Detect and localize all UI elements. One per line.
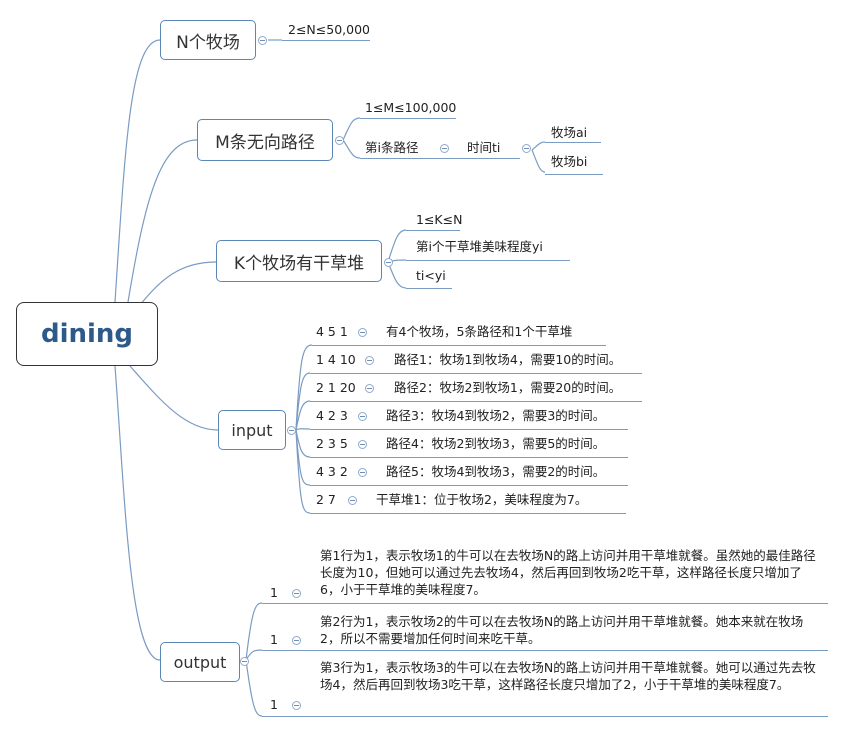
- branch-input-node[interactable]: input: [218, 410, 286, 450]
- input-code: 2 1 20: [316, 380, 356, 395]
- output-code: 1: [270, 697, 278, 712]
- underline: [406, 288, 452, 289]
- collapse-icon[interactable]: [287, 426, 296, 435]
- k-item-2: 第i个干草堆美味程度yi: [416, 239, 543, 254]
- connector-input-0: [295, 344, 313, 431]
- underline: [545, 142, 601, 143]
- underline: [262, 650, 828, 651]
- collapse-icon[interactable]: [258, 36, 267, 45]
- underline: [310, 373, 642, 374]
- underline: [282, 40, 370, 41]
- underline: [406, 260, 570, 261]
- collapse-icon[interactable]: [335, 136, 344, 145]
- branch-m-node[interactable]: M条无向路径: [197, 119, 333, 161]
- collapse-icon[interactable]: [522, 144, 531, 153]
- output-desc: 第1行为1，表示牧场1的牛可以在去牧场N的路上访问并用干草堆就餐。虽然她的最佳路…: [320, 548, 816, 597]
- input-desc: 干草堆1：位于牧场2，美味程度为7。: [376, 492, 588, 507]
- connector-m-ends-b: [531, 149, 546, 173]
- underline: [262, 603, 828, 604]
- underline: [310, 401, 642, 402]
- input-desc: 路径3：牧场4到牧场2，需要3的时间。: [386, 408, 606, 423]
- branch-output-node[interactable]: output: [160, 642, 240, 682]
- input-code: 4 2 3: [316, 408, 348, 423]
- connector-input-3: [295, 428, 311, 431]
- input-desc: 路径4：牧场2到牧场3，需要5的时间。: [386, 436, 606, 451]
- connector-input-2: [295, 400, 311, 431]
- connector-output-0: [245, 602, 263, 661]
- n-range-text: 2≤N≤50,000: [288, 22, 370, 37]
- collapse-icon[interactable]: [358, 468, 367, 477]
- collapse-icon[interactable]: [358, 412, 367, 421]
- collapse-icon[interactable]: [358, 328, 367, 337]
- connector-root-m: [127, 139, 198, 303]
- connector-m-path: [342, 139, 361, 159]
- collapse-icon[interactable]: [240, 657, 249, 666]
- underline: [406, 230, 460, 231]
- collapse-icon[interactable]: [365, 384, 374, 393]
- underline: [262, 716, 828, 717]
- collapse-icon[interactable]: [292, 636, 301, 645]
- m-time-text: 时间ti: [467, 140, 501, 155]
- collapse-icon[interactable]: [440, 144, 449, 153]
- m-end-b-text: 牧场bi: [551, 154, 588, 169]
- collapse-icon[interactable]: [348, 496, 357, 505]
- input-code: 4 5 1: [316, 324, 348, 339]
- connector-m-range: [342, 117, 361, 141]
- collapse-icon[interactable]: [358, 440, 367, 449]
- collapse-icon[interactable]: [384, 258, 393, 267]
- output-desc: 第2行为1，表示牧场2的牛可以在去牧场N的路上访问并用干草堆就餐。她本来就在牧场…: [320, 614, 804, 646]
- underline: [310, 513, 626, 514]
- underline: [360, 158, 520, 159]
- collapse-icon[interactable]: [292, 701, 301, 710]
- branch-n-node[interactable]: N个牧场: [160, 20, 256, 60]
- connector-root-input: [129, 365, 219, 431]
- collapse-icon[interactable]: [292, 589, 301, 598]
- connector-m-ends-a: [531, 141, 546, 151]
- underline: [310, 429, 628, 430]
- connector-output-2: [245, 659, 263, 717]
- underline: [310, 485, 628, 486]
- input-desc: 路径5：牧场4到牧场3，需要2的时间。: [386, 464, 606, 479]
- input-code: 2 3 5: [316, 436, 348, 451]
- input-code: 4 3 2: [316, 464, 348, 479]
- input-desc: 路径2：牧场2到牧场1，需要20的时间。: [394, 380, 622, 395]
- input-desc: 有4个牧场，5条路径和1个干草堆: [386, 324, 573, 339]
- m-path-text: 第i条路径: [365, 140, 419, 155]
- root-node[interactable]: dining: [16, 302, 158, 366]
- collapse-icon[interactable]: [365, 356, 374, 365]
- output-code: 1: [270, 585, 278, 600]
- input-desc: 路径1：牧场1到牧场4，需要10的时间。: [394, 352, 622, 367]
- connector-k-1: [387, 229, 407, 263]
- m-range-text: 1≤M≤100,000: [365, 100, 457, 115]
- output-code: 1: [270, 632, 278, 647]
- connector-root-k: [139, 261, 217, 306]
- m-end-a-text: 牧场ai: [551, 125, 588, 140]
- connector-input-1: [295, 372, 311, 431]
- underline: [545, 174, 603, 175]
- connector-input-6: [295, 429, 311, 514]
- branch-k-node[interactable]: K个牧场有干草堆: [216, 240, 382, 282]
- connector-root-output: [114, 365, 161, 661]
- input-code: 1 4 10: [316, 352, 356, 367]
- k-item-3: ti<yi: [416, 268, 446, 283]
- connector-root-n: [114, 39, 161, 303]
- underline: [312, 345, 606, 346]
- underline: [360, 118, 456, 119]
- underline: [310, 457, 628, 458]
- output-desc: 第3行为1，表示牧场3的牛可以在去牧场N的路上访问并用干草堆就餐。她可以通过先去…: [320, 660, 816, 692]
- k-item-1: 1≤K≤N: [416, 212, 463, 227]
- input-code: 2 7: [316, 492, 336, 507]
